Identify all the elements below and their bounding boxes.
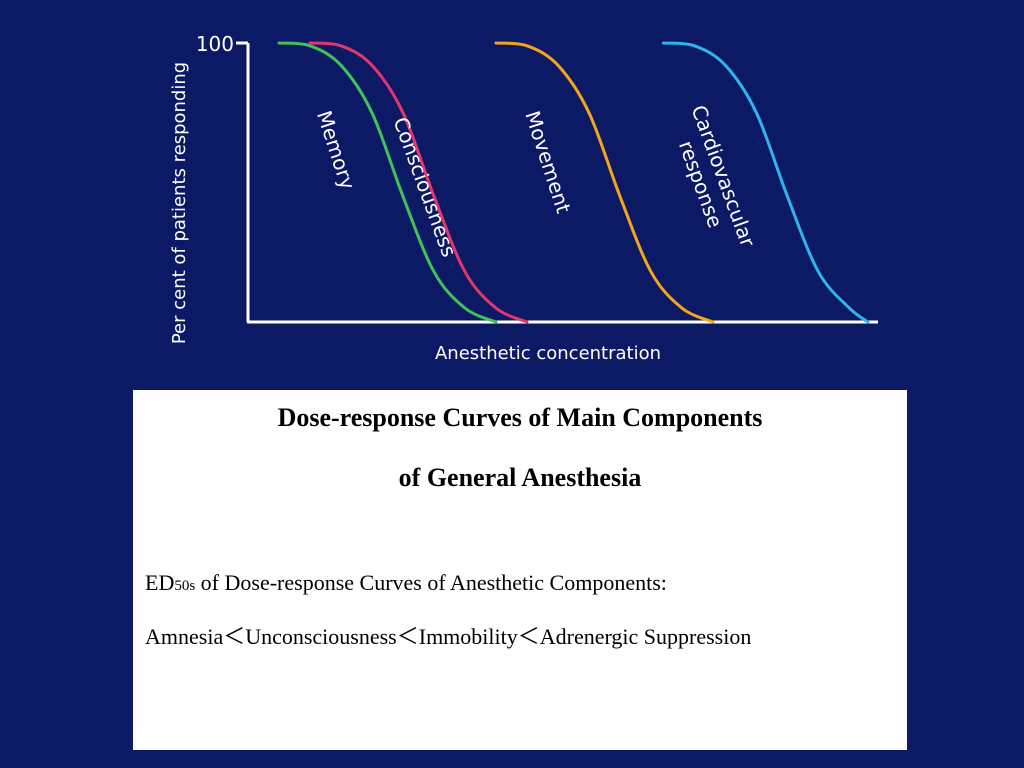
series-line-consciousness (308, 41, 529, 324)
ed-prefix: ED (145, 570, 175, 595)
caption-title-line-2: of General Anesthesia (398, 463, 642, 492)
ed-suffix: of Dose-response Curves of Anesthetic Co… (195, 570, 667, 595)
series-line-memory (277, 41, 498, 324)
caption-box: Dose-response Curves of Main Components … (133, 390, 907, 750)
y-tick-label-100: 100 (196, 32, 234, 56)
caption-title-line-1: Dose-response Curves of Main Components (277, 403, 763, 432)
y-axis-label: Per cent of patients responding (169, 62, 190, 344)
x-axis-label: Anesthetic concentration (435, 343, 661, 364)
series-label-movement: Movement (520, 108, 576, 216)
component-order-text: Amnesia＜Unconsciousness＜Immobility＜Adren… (145, 624, 752, 649)
series-line-movement (494, 41, 715, 324)
series-line-cardiovascular-response (661, 41, 870, 324)
ed50-statement: ED50s of Dose-response Curves of Anesthe… (145, 568, 895, 601)
ed-subscript: 50s (174, 578, 196, 594)
series-label-memory: Memory (312, 108, 360, 193)
